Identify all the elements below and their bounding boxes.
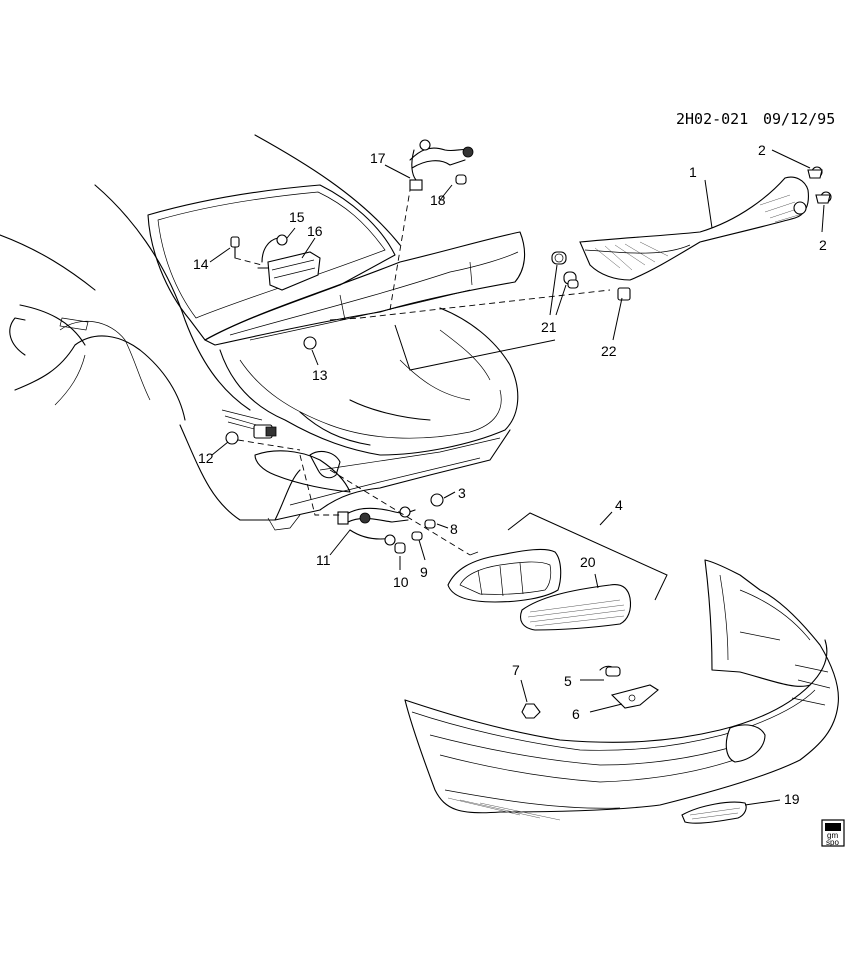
callout-9: 9: [420, 564, 428, 580]
part-22-nut: [617, 287, 631, 301]
part-6-bracket: [610, 684, 659, 709]
callout-8: 8: [450, 521, 458, 537]
callout-16: 16: [307, 223, 323, 239]
part-12-nut: [225, 431, 239, 445]
part-9-bulb: [411, 531, 423, 541]
part-18-bulb: [455, 174, 467, 185]
part-5-socket: [599, 665, 621, 677]
callout-2-top: 2: [758, 142, 766, 158]
callout-4: 4: [615, 497, 623, 513]
callout-1: 1: [689, 164, 697, 180]
bumper-fascia: [404, 559, 839, 821]
part-15-socket: [257, 234, 288, 269]
svg-text:gm: gm: [827, 831, 838, 840]
part-7-nut: [521, 703, 541, 719]
callout-22: 22: [601, 343, 617, 359]
svg-text:spo: spo: [826, 838, 839, 847]
vehicle-body: [0, 134, 526, 531]
callout-17: 17: [370, 150, 386, 166]
leader-lines: [209, 149, 825, 806]
part-19-reflector: [681, 801, 747, 824]
callout-10: 10: [393, 574, 409, 590]
callout-14: 14: [193, 256, 209, 272]
callout-21-a: 21: [541, 319, 557, 335]
part-4-taillamp-housing: [447, 548, 562, 603]
part-3-nut: [430, 493, 444, 507]
diagram-date: 09/12/95: [763, 110, 835, 128]
part-20-lens: [519, 584, 632, 631]
part-11-harness: [337, 506, 416, 546]
callout-3: 3: [458, 485, 466, 501]
callout-20: 20: [580, 554, 596, 570]
part-1-trim-panel: [579, 176, 809, 281]
diagram-code: 2H02-021: [676, 110, 748, 128]
callout-6: 6: [572, 706, 580, 722]
gm-spo-logo: gm spo: [821, 819, 845, 847]
callout-2-right: 2: [819, 237, 827, 253]
callout-18: 18: [430, 192, 446, 208]
part-16-lamp: [267, 251, 321, 291]
part-8-bulb: [424, 519, 436, 529]
part-10-bulb: [394, 542, 406, 554]
part-13-nut: [303, 336, 317, 350]
callout-5: 5: [564, 673, 572, 689]
part-17-harness: [409, 139, 474, 191]
callout-13: 13: [312, 367, 328, 383]
part-connector: [253, 424, 277, 439]
part-21-bulbs: [551, 251, 579, 289]
callout-12: 12: [198, 450, 214, 466]
callout-7: 7: [512, 662, 520, 678]
callout-labels: 1 2 2 3 4 5 6 7 8 9 10 11 12 13 14 15 16…: [193, 142, 827, 807]
callout-15: 15: [289, 209, 305, 225]
callout-19: 19: [784, 791, 800, 807]
callout-11: 11: [316, 552, 331, 568]
part-14-bolt: [230, 236, 240, 259]
part-2-clips: [807, 166, 832, 204]
